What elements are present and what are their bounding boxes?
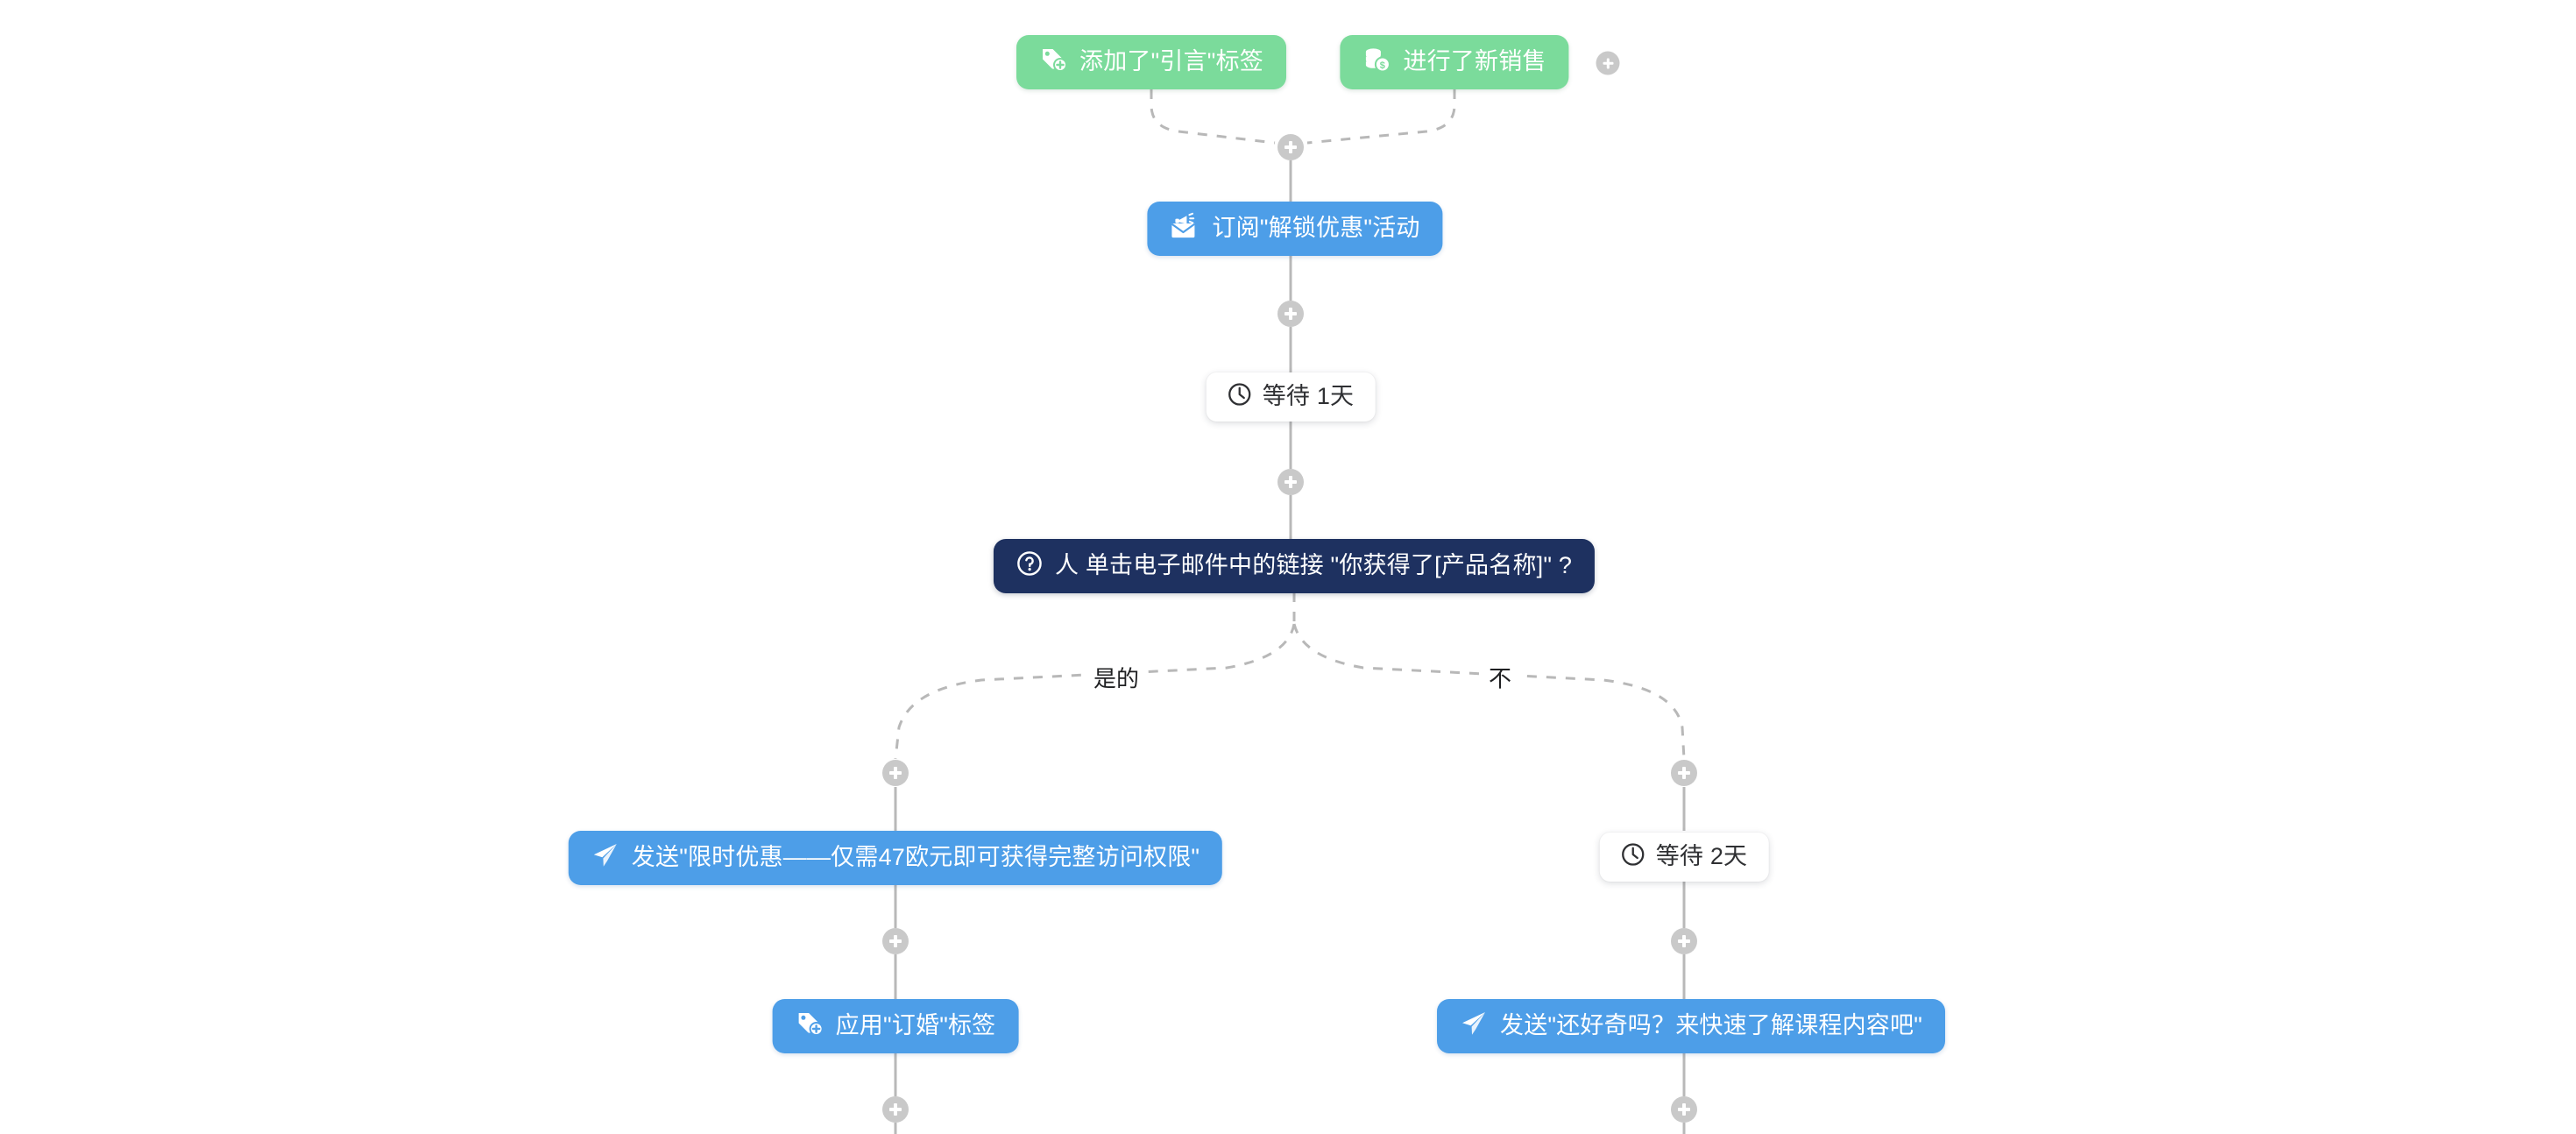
paper-plane-icon	[591, 841, 619, 875]
node-trigger-new-sale[interactable]: $ 进行了新销售	[1340, 35, 1569, 89]
paper-plane-icon	[1460, 1010, 1488, 1044]
add-step-button-before-subscribe[interactable]	[1277, 134, 1304, 160]
node-label: 发送"限时优惠——仅需47欧元即可获得完整访问权限"	[631, 843, 1200, 870]
node-label: 订阅"解锁优惠"活动	[1212, 214, 1420, 241]
clock-icon	[1228, 382, 1252, 413]
node-label: 等待 1天	[1262, 382, 1355, 409]
add-step-button-after-send-curious[interactable]	[1671, 1096, 1697, 1123]
node-action-subscribe-campaign[interactable]: 订阅"解锁优惠"活动	[1147, 202, 1443, 256]
node-delay-wait-2-days[interactable]: 等待 2天	[1599, 833, 1769, 882]
node-action-apply-engagement-tag[interactable]: 应用"订婚"标签	[772, 999, 1019, 1053]
node-label: 发送"还好奇吗？来快速了解课程内容吧"	[1500, 1011, 1922, 1038]
node-trigger-tag-added[interactable]: 添加了"引言"标签	[1016, 35, 1286, 89]
node-label: 应用"订婚"标签	[835, 1011, 996, 1038]
node-label: 等待 2天	[1655, 842, 1748, 869]
branch-label-no: 不	[1479, 664, 1521, 694]
question-circle-icon	[1016, 550, 1043, 583]
add-step-button-after-wait-2-days[interactable]	[1671, 928, 1697, 954]
add-step-button-no-branch[interactable]	[1671, 760, 1697, 786]
add-step-button-after-send-offer[interactable]	[882, 928, 909, 954]
clock-icon	[1621, 842, 1645, 873]
add-step-button-yes-branch[interactable]	[882, 760, 909, 786]
node-label: 添加了"引言"标签	[1079, 47, 1263, 74]
node-label: 人 单击电子邮件中的链接 "你获得了[产品名称]" ?	[1054, 551, 1573, 578]
add-step-button-before-wait-1-day[interactable]	[1277, 301, 1304, 327]
node-label: 进行了新销售	[1403, 47, 1546, 74]
node-condition-link-clicked[interactable]: 人 单击电子邮件中的链接 "你获得了[产品名称]" ?	[993, 539, 1596, 593]
add-step-button-after-tag[interactable]	[882, 1096, 909, 1123]
node-action-send-limited-offer[interactable]: 发送"限时优惠——仅需47欧元即可获得完整访问权限"	[568, 831, 1223, 885]
envelope-megaphone-icon	[1170, 212, 1200, 246]
node-action-send-curious[interactable]: 发送"还好奇吗？来快速了解课程内容吧"	[1437, 999, 1945, 1053]
coins-dollar-icon: $	[1362, 46, 1391, 80]
node-delay-wait-1-day[interactable]: 等待 1天	[1206, 372, 1376, 422]
add-step-button-after-triggers[interactable]	[1596, 51, 1620, 75]
svg-text:$: $	[1380, 60, 1385, 71]
add-step-button-before-condition[interactable]	[1277, 469, 1304, 495]
tag-plus-icon	[1039, 46, 1068, 80]
branch-label-yes: 是的	[1084, 664, 1149, 694]
tag-plus-icon	[796, 1010, 824, 1044]
